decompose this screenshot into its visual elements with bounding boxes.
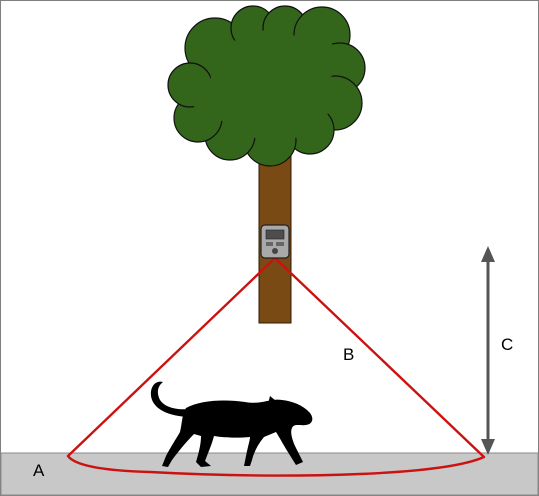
label-c: C (501, 335, 513, 354)
tree-icon (167, 5, 366, 167)
trail-camera-icon (260, 224, 290, 259)
panther-silhouette (150, 381, 313, 467)
height-arrow (481, 246, 495, 455)
ground (0, 452, 539, 496)
detection-zone (66, 256, 486, 477)
label-b: B (343, 345, 354, 364)
label-a: A (33, 461, 45, 480)
